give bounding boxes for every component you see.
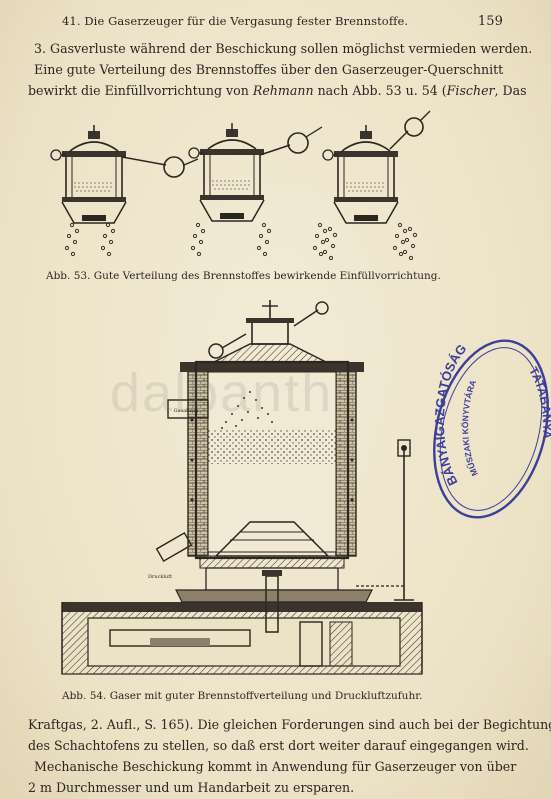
bottom-paragraph: Kraftgas, 2. Aufl., S. 165). Die gleiche… [28, 714, 551, 798]
figure-54-caption: Abb. 54. Gaser mit guter Brennstoffverte… [62, 690, 423, 702]
label-druckluft: Druckluft [148, 574, 172, 580]
feeder-1 [50, 124, 199, 257]
stamp-bottom-text: TATABÁNYA [526, 365, 551, 440]
page-number: 159 [477, 14, 503, 29]
feeder-3 [312, 110, 431, 261]
figure-54-illustration: Gasabzug Druckluft [61, 300, 423, 675]
bottom-line-2: des Schachtofens zu stellen, so daß erst… [28, 738, 529, 753]
top-line-3: bewirkt die Einfüllvorrichtung von Rehma… [28, 83, 527, 98]
top-line-2: Eine gute Verteilung des Brennstoffes üb… [34, 62, 504, 77]
stamp-middle-text: MŰSZAKI KÖNYVTÁRA [460, 378, 480, 477]
bottom-line-4: 2 m Durchmesser und um Handarbeit zu ers… [28, 780, 355, 795]
library-stamp: BÁNYAIGAZGATÓSÁG MŰSZAKI KÖNYVTÁRA TATAB… [432, 339, 551, 519]
top-line-1: 3. Gasverluste während der Beschickung s… [34, 41, 533, 56]
running-header: 41. Die Gaserzeuger für die Vergasung fe… [62, 14, 503, 29]
figure-53-illustration [50, 110, 431, 261]
author-rehmann: Rehmann [252, 83, 314, 98]
feeder-2 [188, 122, 323, 257]
bottom-line-3: Mechanische Beschickung kommt in Anwendu… [34, 759, 517, 774]
figure-53-caption: Abb. 53. Gute Verteilung des Brennstoffe… [46, 270, 441, 282]
author-fischer: Fischer [446, 83, 495, 98]
label-gasabzug: Gasabzug [174, 408, 200, 414]
top-paragraph: 3. Gasverluste während der Beschickung s… [28, 38, 533, 101]
header-title: 41. Die Gaserzeuger für die Vergasung fe… [62, 14, 409, 28]
bottom-line-1: Kraftgas, 2. Aufl., S. 165). Die gleiche… [28, 717, 551, 732]
